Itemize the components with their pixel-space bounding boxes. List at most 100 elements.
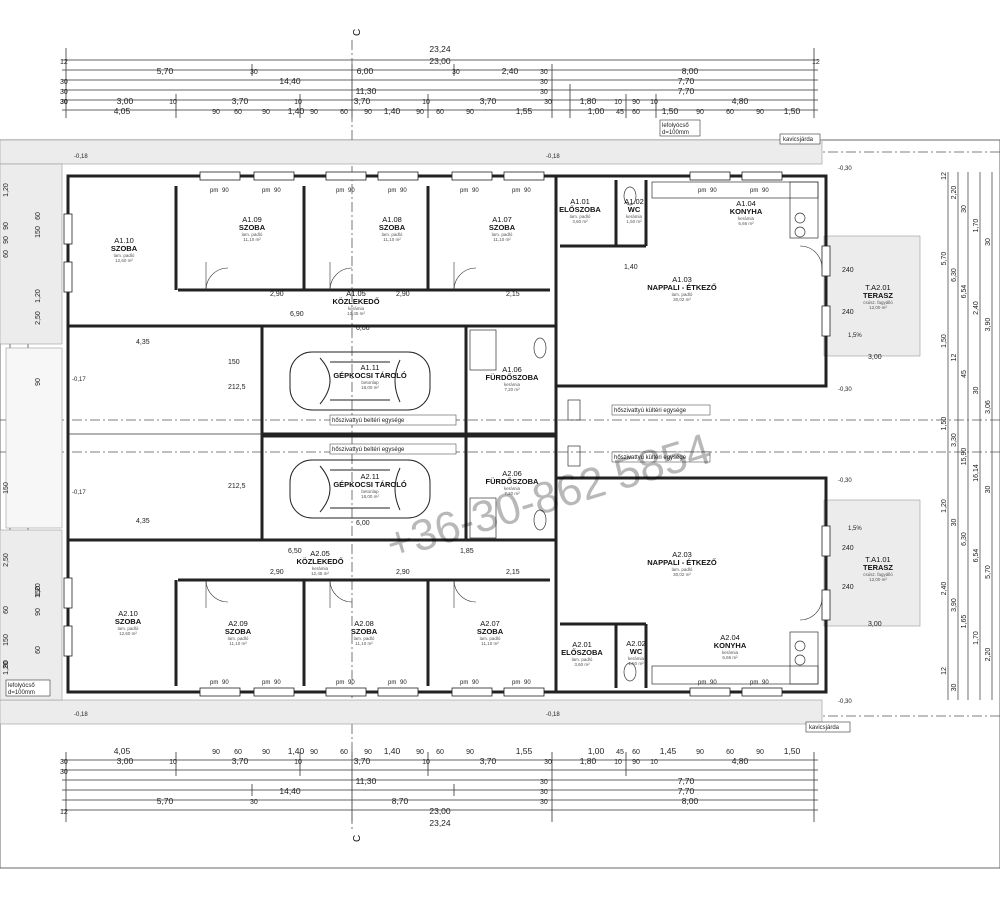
dim-right: 30 xyxy=(951,684,958,692)
room-name: SZOBA xyxy=(351,627,378,636)
sill-marker-width: 90 xyxy=(274,680,281,686)
dim-top-r4-1: 30 xyxy=(540,79,548,86)
room-id: T.A1.01 xyxy=(865,555,890,564)
room-id: A1.05 xyxy=(346,289,366,298)
dim-bot-r1: 60 xyxy=(726,749,734,756)
dim-top-r3-2: 6,00 xyxy=(357,66,374,76)
dim-left: 60 xyxy=(3,250,10,258)
dim-left: 60 xyxy=(35,646,42,654)
room-floor: lam. padló xyxy=(492,232,513,237)
room-name: NAPPALI - ÉTKEZŐ xyxy=(647,283,717,292)
dim-bot-r3-0: 11,30 xyxy=(356,776,377,786)
room-id: A2.04 xyxy=(720,633,740,642)
dim-top-r7: 60 xyxy=(340,109,348,116)
dim-top-r5-2: 7,70 xyxy=(678,86,695,96)
room-name: SZOBA xyxy=(379,223,406,232)
room-floor: lam. padló xyxy=(672,292,693,297)
interior-dim: 240 xyxy=(842,309,854,316)
dim-right: 30 xyxy=(951,519,958,527)
room-floor: kerámia xyxy=(628,656,645,661)
room-name: KONYHA xyxy=(714,641,747,650)
dim-bot-r2: 3,70 xyxy=(480,756,497,766)
interior-dim: 2,15 xyxy=(506,291,520,298)
dim-right: 12 xyxy=(951,354,958,362)
dim-bot-r5-2: 8,70 xyxy=(392,796,409,806)
dim-right: 2,40 xyxy=(941,582,948,596)
dim-left: 150 xyxy=(3,634,10,646)
dim-top-r6: 3,00 xyxy=(117,96,134,106)
sill-marker-pm: pm xyxy=(750,188,758,194)
dim-top-r7: 60 xyxy=(726,109,734,116)
dim-right: 3,30 xyxy=(951,433,958,447)
dim-bot-r2: 4,80 xyxy=(732,756,749,766)
dim-right: 12 xyxy=(941,667,948,675)
terrace-slope: 1,5% xyxy=(848,333,862,339)
dim-top-r7: 1,50 xyxy=(784,106,801,116)
room-area: 30,02 m² xyxy=(673,297,691,302)
level-mark: -0,30 xyxy=(838,166,852,172)
room-id: A2.05 xyxy=(310,549,330,558)
dim-right: 5,70 xyxy=(985,565,992,579)
dim-bot-r5-0: 5,70 xyxy=(157,796,174,806)
dim-bot-r1: 1,00 xyxy=(588,746,605,756)
room-floor: csúsz. fagyálló xyxy=(863,300,893,305)
room-area: 11,10 m² xyxy=(493,237,511,242)
dim-bot-r1: 1,45 xyxy=(660,746,677,756)
dim-bot-r1: 90 xyxy=(364,749,372,756)
room-area: 11,10 m² xyxy=(355,641,373,646)
room-name: SZOBA xyxy=(225,627,252,636)
dim-top-r7: 60 xyxy=(436,109,444,116)
room-area: 18,00 m² xyxy=(361,494,379,499)
sill-marker-width: 90 xyxy=(524,680,531,686)
dim-bot-r2: 3,00 xyxy=(117,756,134,766)
dim-left: 150 xyxy=(3,482,10,494)
dim-bot-r3-1: 30 xyxy=(540,779,548,786)
dim-bot-r5-3: 30 xyxy=(540,799,548,806)
gutter-note-top: lefolyócső xyxy=(662,123,689,129)
room-id: A1.08 xyxy=(382,215,402,224)
unit-a2-walls xyxy=(66,326,828,694)
dim-left: 1,20 xyxy=(3,661,10,675)
sill-marker-pm: pm xyxy=(388,680,396,686)
sill-marker-width: 90 xyxy=(222,680,229,686)
room-name: KÖZLEKEDŐ xyxy=(332,297,379,306)
dim-top-r7: 1,40 xyxy=(384,106,401,116)
room-id: A1.03 xyxy=(672,275,692,284)
room-name: KONYHA xyxy=(730,207,763,216)
level-mark: -0,17 xyxy=(72,490,86,496)
room-name: SZOBA xyxy=(239,223,266,232)
dim-top-r3-5: 30 xyxy=(540,69,548,76)
room-id: A1.07 xyxy=(492,215,512,224)
room-floor: lam. padló xyxy=(242,232,263,237)
interior-dim: 6,90 xyxy=(290,311,304,318)
room-name: SZOBA xyxy=(489,223,516,232)
room-name: SZOBA xyxy=(111,244,138,253)
room-area: 6,66 m² xyxy=(738,221,754,226)
sill-marker-pm: pm xyxy=(388,188,396,194)
dim-left: 90 xyxy=(3,660,10,668)
sill-marker-width: 90 xyxy=(222,188,229,194)
annotations: lefolyócső d=100mm lefolyócső d=100mm ka… xyxy=(5,119,882,733)
section-marker-top: C xyxy=(352,29,363,36)
dim-bot-r1: 4,05 xyxy=(114,746,131,756)
dim-top-r3-6: 8,00 xyxy=(682,66,699,76)
sill-marker-pm: pm xyxy=(262,188,270,194)
dim-right: 3,90 xyxy=(985,318,992,332)
dim-top-r6: 3,70 xyxy=(354,96,371,106)
interior-dim: 150 xyxy=(228,359,240,366)
sill-marker-width: 90 xyxy=(762,680,769,686)
sill-marker-width: 90 xyxy=(524,188,531,194)
dim-top-r7: 1,50 xyxy=(662,106,679,116)
dim-total-top: 23,00 xyxy=(429,56,451,66)
